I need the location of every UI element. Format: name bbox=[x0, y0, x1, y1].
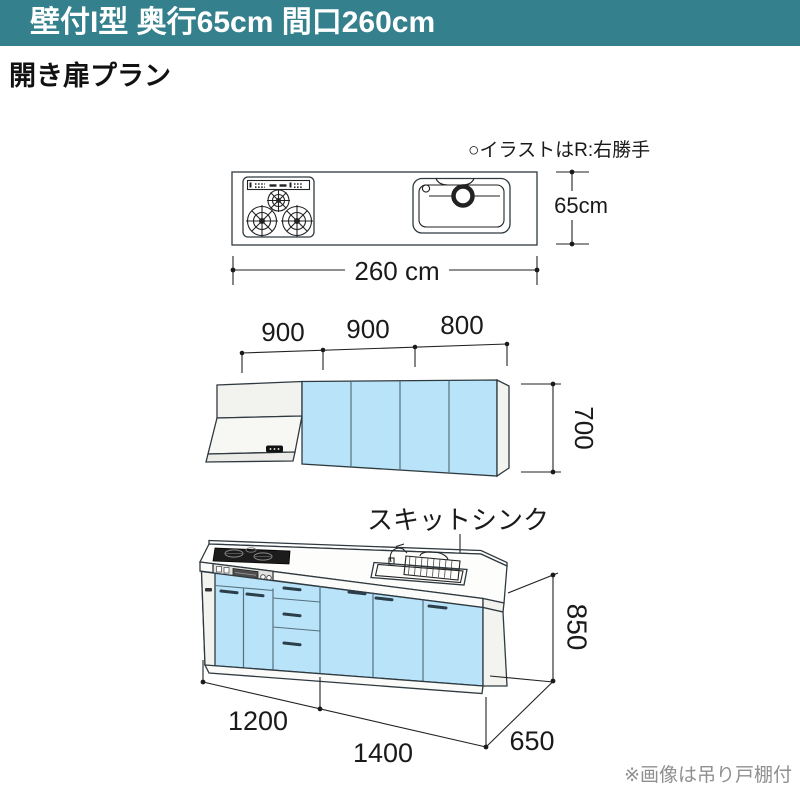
burner-small bbox=[267, 189, 290, 212]
wall-cabinet-view: 900 900 800 bbox=[205, 310, 599, 478]
sink-top-icon bbox=[370, 543, 468, 586]
plan-subtitle: 開き扉プラン bbox=[9, 61, 171, 91]
wall-cabinet-doors bbox=[301, 378, 510, 478]
wall-dim-900a: 900 bbox=[261, 317, 304, 347]
wall-dim-800: 800 bbox=[440, 310, 483, 340]
dish-rack-icon bbox=[403, 551, 461, 581]
header-title: 壁付I型 奥行65cm 間口260cm bbox=[30, 6, 436, 39]
depth-label: 65cm bbox=[554, 193, 608, 218]
burner-left bbox=[246, 205, 278, 237]
sink-plan-icon bbox=[412, 177, 511, 234]
left-end-filler bbox=[200, 570, 216, 668]
dim-wall-height-700: 700 bbox=[521, 381, 599, 475]
dim-width-260: 260 cm bbox=[230, 256, 540, 286]
hand-orientation-note: ○イラストはR:右勝手 bbox=[468, 140, 651, 161]
burner-right bbox=[281, 205, 313, 237]
dim-depth-65: 65cm bbox=[554, 169, 608, 247]
base-cabinet-front bbox=[200, 570, 484, 687]
base-end-panel bbox=[482, 606, 508, 687]
base-depth-label: 650 bbox=[509, 726, 554, 756]
sink-name-label: スキットシンク bbox=[367, 505, 549, 535]
base-height-label: 850 bbox=[562, 604, 593, 651]
base-dim-1200: 1200 bbox=[228, 706, 288, 736]
toe-kick bbox=[203, 664, 484, 695]
dim-base-height-850: 850 bbox=[489, 572, 593, 684]
faucet-icon bbox=[388, 543, 408, 565]
faucet-plan-icon bbox=[451, 184, 475, 208]
wall-cabinet-side-panel bbox=[496, 378, 510, 478]
plan-view: 65cm 260 cm bbox=[230, 169, 608, 286]
wall-dim-line: 900 900 800 bbox=[239, 310, 510, 373]
image-footnote: ※画像は吊り戸棚付 bbox=[624, 765, 792, 786]
dim-base-widths: 1200 1400 bbox=[200, 660, 489, 768]
wall-dim-900b: 900 bbox=[346, 314, 389, 344]
dim-base-depth-650: 650 bbox=[485, 682, 555, 756]
wall-height-label: 700 bbox=[569, 406, 599, 449]
door-handles bbox=[219, 586, 448, 647]
base-cooktop-icon bbox=[212, 547, 291, 565]
range-hood bbox=[205, 380, 303, 463]
plan-countertop bbox=[231, 171, 538, 246]
header-bar: 壁付I型 奥行65cm 間口260cm bbox=[0, 0, 800, 46]
width-label: 260 cm bbox=[354, 256, 439, 286]
base-dim-1400: 1400 bbox=[353, 738, 413, 768]
stove-plan-icon bbox=[242, 176, 315, 238]
base-cabinet-view: スキットシンク bbox=[199, 505, 593, 768]
